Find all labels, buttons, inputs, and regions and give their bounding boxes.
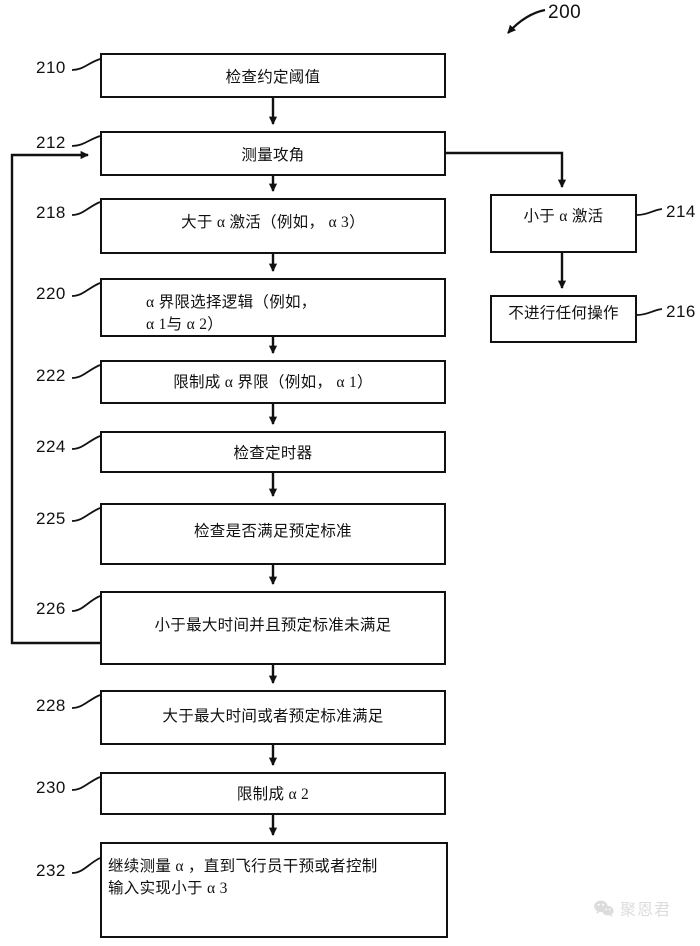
node-box-230[interactable]: 限制成 α 2 — [100, 772, 446, 815]
figure-pointer — [507, 8, 546, 34]
node-ref-218: 218 — [36, 203, 66, 222]
node-text-212: 测量攻角 — [241, 147, 305, 164]
node-text-224: 检查定时器 — [233, 445, 313, 462]
connector-212-214 — [446, 151, 567, 188]
node-text-230: 限制成 α 2 — [236, 786, 310, 803]
node-text-214: 小于 α 激活 — [523, 208, 604, 225]
node-text-222: 限制成 α 界限（例如， α 1） — [173, 374, 373, 391]
node-ref-212: 212 — [36, 133, 66, 152]
connector-feedback-226-212 — [10, 150, 100, 645]
leader-224 — [71, 435, 101, 450]
leader-230 — [71, 776, 101, 791]
leader-225 — [71, 507, 101, 522]
node-box-210[interactable]: 检查约定阈值 — [100, 53, 446, 98]
node-ref-232: 232 — [36, 861, 66, 880]
node-text-232: 继续测量 α ，直到飞行员干预或者控制 输入实现小于 α 3 — [108, 858, 378, 898]
node-ref-214: 214 — [666, 202, 696, 221]
wechat-icon — [594, 900, 614, 917]
node-ref-226: 226 — [36, 599, 66, 618]
watermark: 聚恩君 — [593, 896, 671, 920]
node-ref-224: 224 — [36, 437, 66, 456]
node-box-218[interactable]: 大于 α 激活（例如， α 3） — [100, 198, 446, 254]
node-ref-210: 210 — [36, 58, 66, 77]
node-box-216[interactable]: 不进行任何操作 — [490, 295, 637, 343]
node-box-226[interactable]: 小于最大时间并且预定标准未满足 — [100, 591, 446, 665]
leader-218 — [71, 201, 101, 216]
node-box-225[interactable]: 检查是否满足预定标准 — [100, 503, 446, 565]
leader-222 — [71, 364, 101, 379]
leader-226 — [71, 595, 101, 612]
node-box-224[interactable]: 检查定时器 — [100, 431, 446, 473]
node-ref-216: 216 — [666, 302, 696, 321]
leader-232 — [71, 857, 101, 874]
node-text-226: 小于最大时间并且预定标准未满足 — [154, 617, 392, 634]
node-text-228: 大于最大时间或者预定标准满足 — [162, 708, 384, 725]
node-text-218: 大于 α 激活（例如， α 3） — [181, 214, 365, 231]
leader-216 — [636, 308, 663, 316]
leader-214 — [636, 208, 663, 216]
leader-220 — [71, 282, 101, 297]
node-box-214[interactable]: 小于 α 激活 — [490, 194, 637, 253]
watermark-text: 聚恩君 — [620, 900, 672, 919]
node-ref-228: 228 — [36, 696, 66, 715]
node-box-228[interactable]: 大于最大时间或者预定标准满足 — [100, 690, 446, 745]
node-ref-225: 225 — [36, 509, 66, 528]
leader-212 — [71, 135, 101, 147]
leader-228 — [71, 694, 101, 709]
node-text-220: α 界限选择逻辑（例如， α 1与 α 2） — [146, 294, 317, 334]
node-text-210: 检查约定阈值 — [225, 69, 321, 86]
node-box-232[interactable]: 继续测量 α ，直到飞行员干预或者控制 输入实现小于 α 3 — [100, 842, 448, 938]
node-ref-220: 220 — [36, 284, 66, 303]
node-box-222[interactable]: 限制成 α 界限（例如， α 1） — [100, 360, 446, 404]
node-text-225: 检查是否满足预定标准 — [193, 523, 352, 540]
node-ref-222: 222 — [36, 366, 66, 385]
node-text-216: 不进行任何操作 — [508, 305, 619, 322]
leader-210 — [71, 58, 101, 71]
node-ref-230: 230 — [36, 778, 66, 797]
node-box-220[interactable]: α 界限选择逻辑（例如， α 1与 α 2） — [100, 278, 446, 337]
figure-label: 200 — [548, 2, 582, 23]
node-box-212[interactable]: 测量攻角 — [100, 131, 446, 176]
